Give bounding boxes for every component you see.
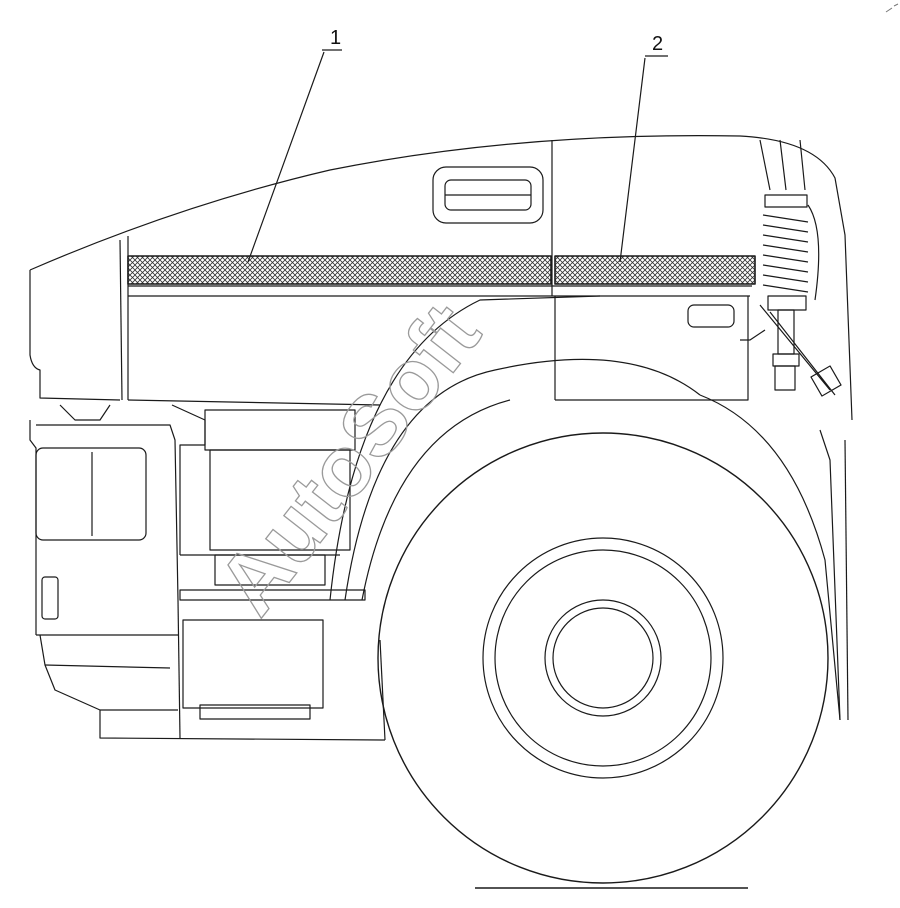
trim-strip-1 (127, 255, 552, 285)
front-headlamp (29, 420, 179, 635)
door-handle (432, 166, 544, 224)
underbody-components (59, 404, 366, 720)
leader-line-2 (619, 55, 668, 263)
trim-strip-2 (554, 255, 756, 285)
bumper (36, 599, 386, 741)
lower-body-panel (128, 285, 752, 401)
corner-mark (885, 3, 899, 13)
wheel-arch (329, 295, 849, 721)
callout-1: 1 (330, 27, 341, 49)
watermark-text: AutoSoft (199, 287, 498, 632)
suspension-spring (740, 139, 842, 397)
front-wheel (377, 432, 829, 884)
callout-2: 2 (652, 33, 663, 55)
leader-line-1 (247, 49, 342, 263)
